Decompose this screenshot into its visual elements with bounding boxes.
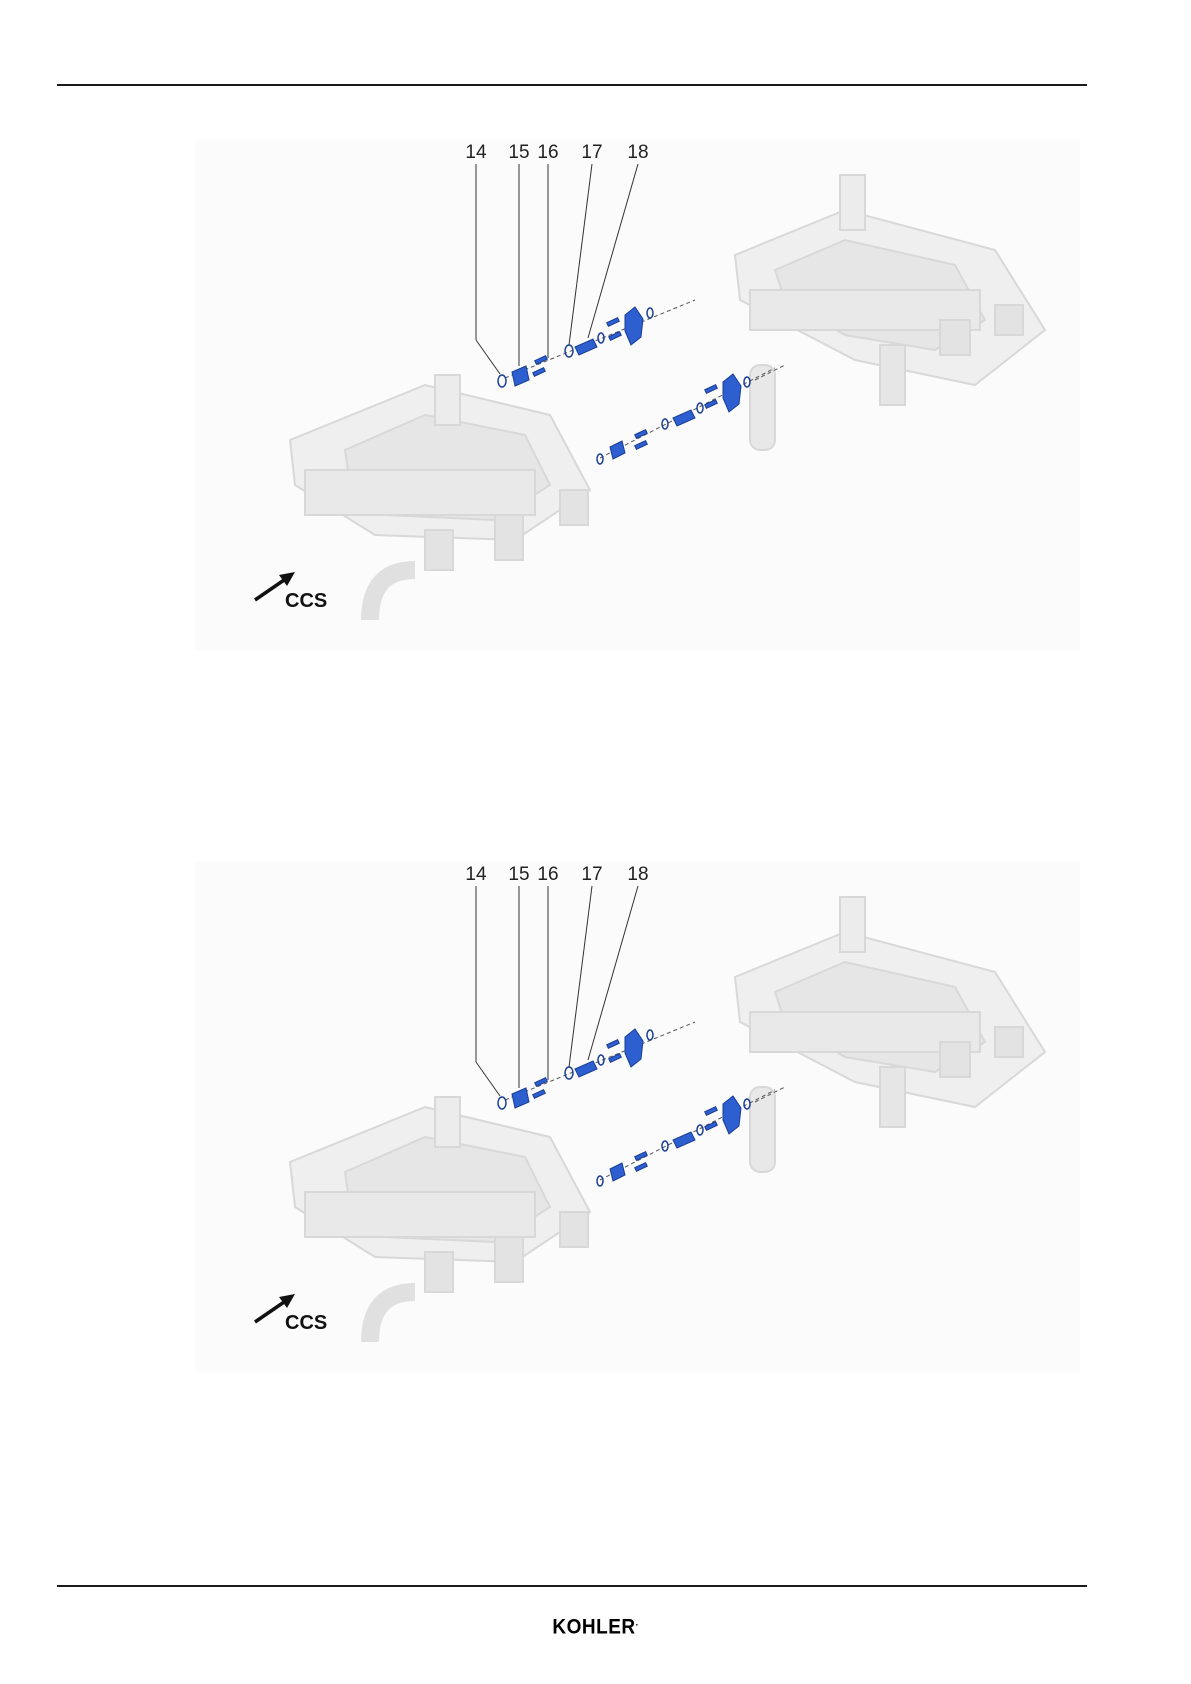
exploded-view-drawing-1: 14 15 16 17 18 CCS	[195, 140, 1080, 650]
ccs-label: CCS	[285, 1312, 327, 1334]
callout-16: 16	[537, 142, 558, 163]
callout-14: 14	[465, 142, 487, 163]
brand-name: KOHLER	[552, 1616, 635, 1639]
exploded-view-figure-1: 14 15 16 17 18 CCS	[195, 140, 1080, 650]
exploded-view-drawing-2: 14 15 16 17 18 CCS	[195, 862, 1080, 1372]
header-rule	[57, 84, 1087, 86]
figure-background	[195, 140, 1080, 650]
figure-background	[195, 862, 1080, 1372]
footer-rule	[57, 1585, 1087, 1587]
callout-17: 17	[581, 864, 602, 885]
callout-18: 18	[627, 864, 648, 885]
ccs-label: CCS	[285, 590, 327, 612]
callout-15: 15	[508, 864, 529, 885]
callout-15: 15	[508, 142, 529, 163]
kohler-logo: KOHLER.	[0, 1616, 1191, 1640]
callout-17: 17	[581, 142, 602, 163]
callout-18: 18	[627, 142, 648, 163]
exploded-view-figure-2: 14 15 16 17 18 CCS	[195, 862, 1080, 1372]
callout-16: 16	[537, 864, 558, 885]
brand-mark: .	[636, 1617, 639, 1628]
callout-14: 14	[465, 864, 487, 885]
